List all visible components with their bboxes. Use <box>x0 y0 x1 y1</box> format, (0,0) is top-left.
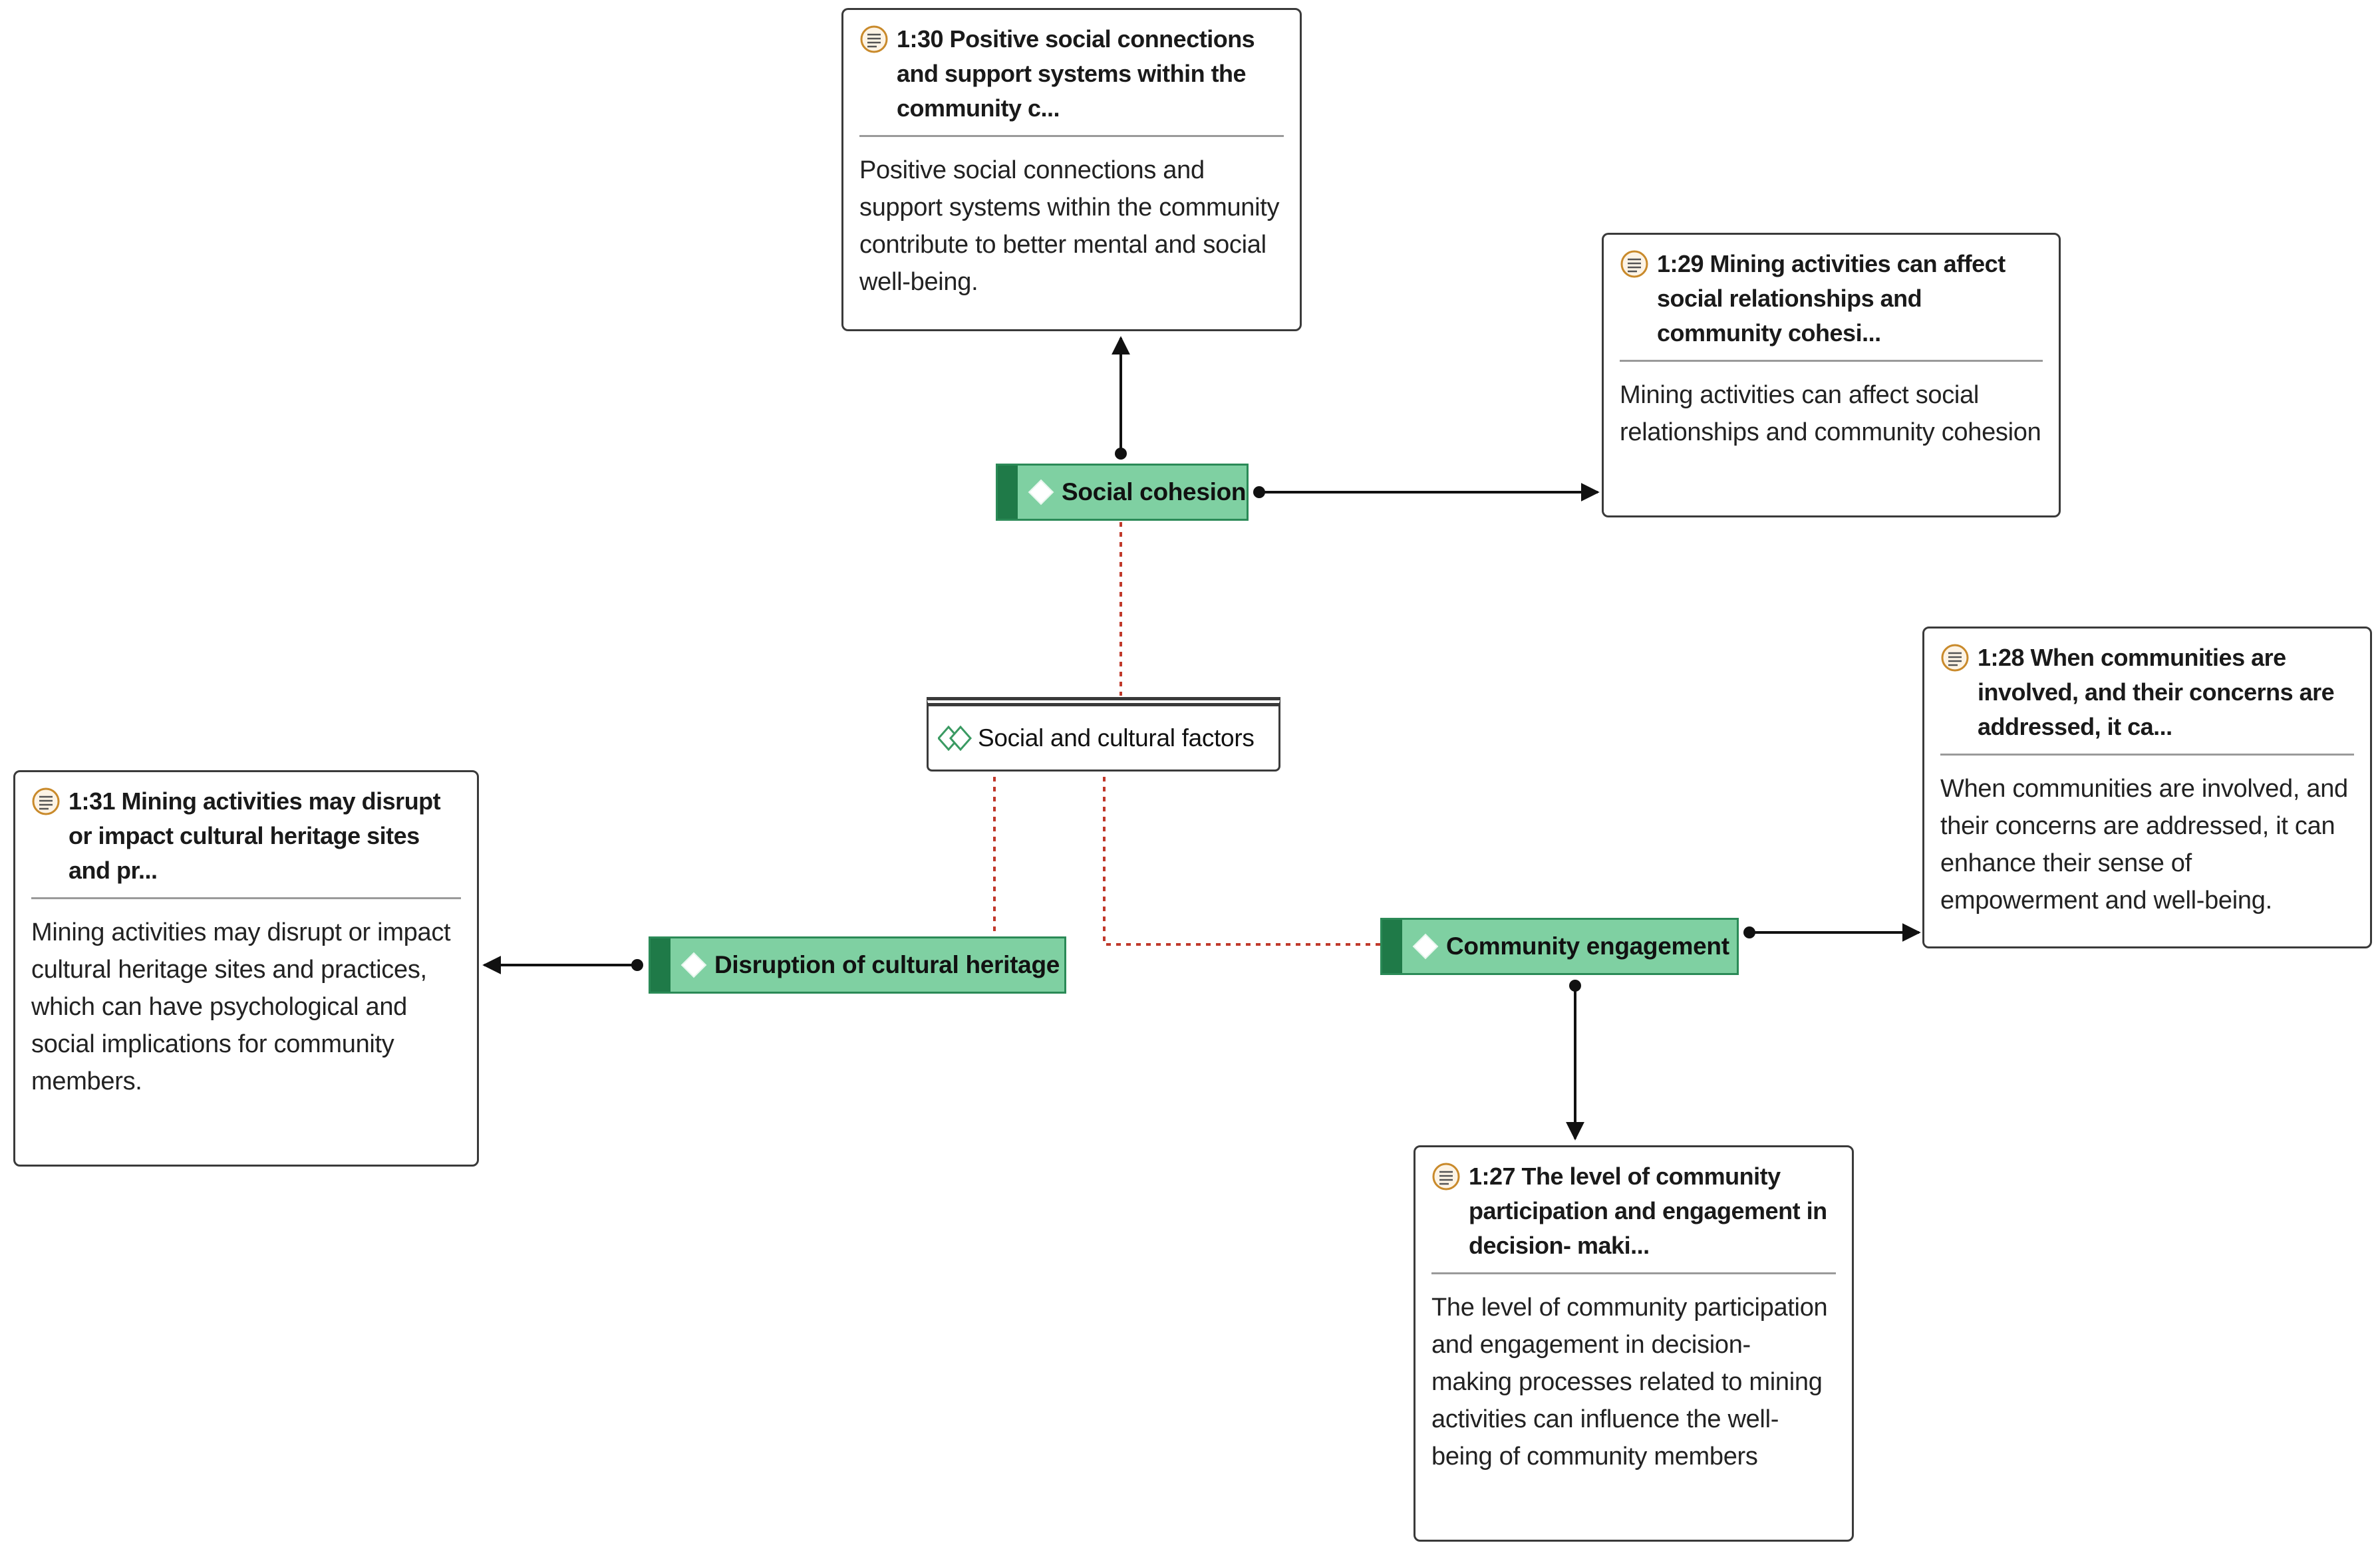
code-diamond-icon <box>1028 479 1054 505</box>
code-color-strip <box>1382 920 1402 973</box>
code-group-social-and-cultural-factors[interactable]: Social and cultural factors <box>927 697 1280 772</box>
quotation-title: 1:31 Mining activities may disrupt or im… <box>69 787 441 884</box>
code-label: Community engagement <box>1446 932 1729 960</box>
quotation-title: 1:30 Positive social connections and sup… <box>897 25 1255 122</box>
quotation-card-1-28[interactable]: 1:28 When communities are involved, and … <box>1922 627 2372 948</box>
quotation-icon <box>1432 1163 1460 1191</box>
arrow-start-dot <box>1743 926 1755 938</box>
quotation-card-1-27[interactable]: 1:27 The level of community participatio… <box>1413 1145 1854 1542</box>
quotation-header: 1:27 The level of community participatio… <box>1431 1159 1836 1274</box>
code-color-strip <box>998 466 1018 519</box>
quotation-icon <box>1941 644 1969 672</box>
quotation-header: 1:31 Mining activities may disrupt or im… <box>31 784 461 899</box>
arrow-start-dot <box>631 959 643 971</box>
quotation-card-1-30[interactable]: 1:30 Positive social connections and sup… <box>841 8 1302 331</box>
quotation-card-1-29[interactable]: 1:29 Mining activities can affect social… <box>1602 233 2061 517</box>
quotation-header: 1:29 Mining activities can affect social… <box>1620 247 2043 362</box>
code-label: Disruption of cultural heritage <box>714 951 1060 978</box>
quotation-title: 1:29 Mining activities can affect social… <box>1657 250 2006 347</box>
group-link-community-engagement <box>1103 777 1380 946</box>
quotation-title: 1:28 When communities are involved, and … <box>1978 644 2335 740</box>
quotation-text: Mining activities may disrupt or impact … <box>31 918 451 1095</box>
quotation-icon <box>860 25 888 53</box>
code-color-strip <box>651 938 670 992</box>
quotation-text: Positive social connections and support … <box>859 156 1280 296</box>
code-group-label: Social and cultural factors <box>978 724 1255 752</box>
code-node-disruption-of-cultural-heritage[interactable]: Disruption of cultural heritage <box>649 936 1066 994</box>
quotation-icon <box>1620 250 1648 278</box>
quotation-text: Mining activities can affect social rela… <box>1620 381 2041 446</box>
arrow-start-dot <box>1569 980 1581 992</box>
arrow-start-dot <box>1115 448 1127 460</box>
quotation-text: When communities are involved, and their… <box>1940 775 2348 915</box>
code-diamond-icon <box>1412 933 1439 960</box>
code-group-icon <box>938 725 972 751</box>
quotation-title: 1:27 The level of community participatio… <box>1469 1163 1827 1259</box>
code-label: Social cohesion <box>1062 478 1247 505</box>
quotation-header: 1:28 When communities are involved, and … <box>1940 640 2354 756</box>
quotation-header: 1:30 Positive social connections and sup… <box>859 22 1284 137</box>
code-diamond-icon <box>680 952 707 978</box>
arrow-start-dot <box>1253 486 1265 498</box>
quotation-card-1-31[interactable]: 1:31 Mining activities may disrupt or im… <box>13 770 479 1167</box>
quotation-icon <box>32 787 60 815</box>
code-node-social-cohesion[interactable]: Social cohesion <box>996 464 1249 521</box>
code-node-community-engagement[interactable]: Community engagement <box>1380 918 1739 975</box>
quotation-text: The level of community participation and… <box>1431 1294 1828 1471</box>
